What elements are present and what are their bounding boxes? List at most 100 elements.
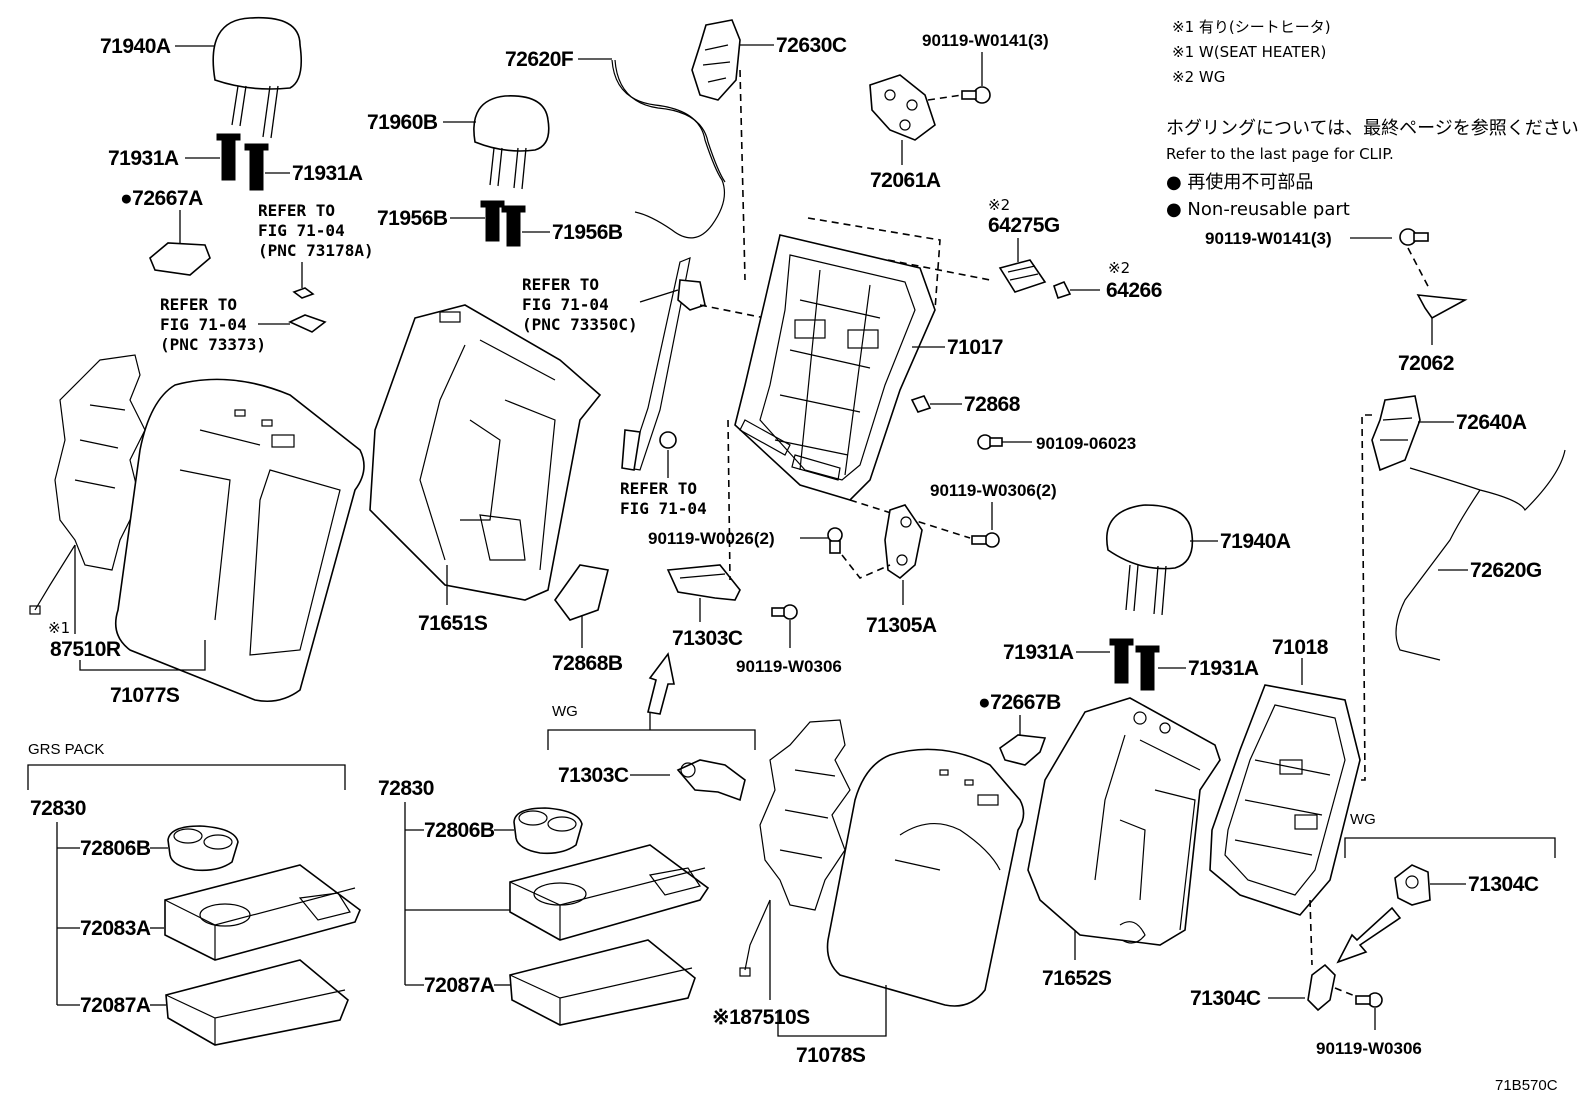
label-90119-w0306-mid: 90119-W0306 — [736, 657, 842, 676]
direction-arrow-down — [1336, 906, 1402, 964]
note-wg: ※2 WG — [1172, 68, 1225, 86]
lock-72640a-illustration — [1371, 395, 1421, 472]
label-90119-w0306-2: 90119-W0306(2) — [930, 481, 1057, 500]
ref-73373-line3: (PNC 73373) — [160, 335, 266, 354]
label-grs-pack: GRS PACK — [28, 741, 104, 758]
wg-bracket-top — [547, 729, 756, 750]
connector-64275g-illustration — [998, 259, 1047, 293]
clip-73373-illustration — [288, 314, 327, 333]
label-72806b-right: 72806B — [424, 819, 495, 842]
hinge-71303c-wg-illustration — [676, 759, 746, 802]
label-wg-right: WG — [1350, 811, 1376, 828]
ref-73178a-line3: (PNC 73178A) — [258, 241, 374, 260]
bolt-90119-w0306-mid — [771, 604, 798, 620]
label-72830-left: 72830 — [30, 797, 86, 820]
cable-72620g-illustration — [1395, 449, 1566, 661]
hinge-71303c-top-illustration — [666, 564, 741, 601]
seatback-pad-71077s-illustration — [114, 378, 365, 703]
bolt-90119-w0141-right — [1399, 228, 1429, 246]
armrest-lid-72087a-left-illustration — [165, 959, 349, 1046]
ref-fig-line2: FIG 71-04 — [620, 499, 707, 518]
cover-72667b-illustration — [999, 734, 1047, 766]
label-71931a-right-left: 71931A — [1003, 641, 1074, 664]
label-72083a: 72083A — [80, 917, 151, 940]
headrest-71960b-illustration — [473, 95, 550, 190]
label-72087a-right: 72087A — [424, 974, 495, 997]
label-71956b-left: 71956B — [377, 207, 448, 230]
label-71651s: 71651S — [418, 612, 488, 635]
seatback-pad-71078s-illustration — [826, 748, 1025, 1007]
label-71931a-right: 71931A — [292, 162, 363, 185]
label-72830-right: 72830 — [378, 777, 434, 800]
label-64275g-mark: ※2 — [988, 196, 1010, 214]
ref-73373-line2: FIG 71-04 — [160, 315, 247, 334]
label-71017: 71017 — [947, 336, 1003, 359]
seatbelt-illustration — [621, 257, 706, 471]
headrest-71940a-right-illustration — [1106, 504, 1194, 616]
bracket-72061a-illustration — [869, 74, 936, 141]
label-wg-top: WG — [552, 703, 578, 720]
label-72620f: 72620F — [505, 48, 574, 71]
headrest-71940a-illustration — [212, 16, 303, 139]
note-clip-ja: ホグリングについては、最終ページを参照ください — [1166, 118, 1579, 139]
label-71931a-left: 71931A — [108, 147, 179, 170]
clip-72868-illustration — [910, 395, 932, 413]
label-64266: 64266 — [1106, 279, 1162, 302]
headrest-guides-71931a — [216, 133, 269, 191]
armrest-72830-illustration — [509, 844, 710, 941]
bolt-90119-w0141-top — [961, 86, 991, 104]
label-72667b: ●72667B — [978, 691, 1061, 714]
cup-holder-72806b-right-illustration — [513, 807, 583, 855]
label-72087a-left: 72087A — [80, 994, 151, 1017]
seatback-frame-71017-illustration — [734, 234, 936, 501]
label-71652s: 71652S — [1042, 967, 1112, 990]
label-72868: 72868 — [964, 393, 1021, 416]
bolt-90109-06023 — [977, 434, 1003, 450]
seatback-cover-71651s-illustration — [369, 304, 602, 601]
legend-notes: ※1 有り(シートヒータ) ※1 W(SEAT HEATER) ※2 WG ホグ… — [1166, 18, 1579, 220]
label-71960b: 71960B — [367, 111, 438, 134]
bracket-72062-illustration — [1416, 294, 1468, 320]
lock-72630c-illustration — [691, 19, 741, 101]
label-64266-mark: ※2 — [1108, 259, 1130, 277]
label-72061a: 72061A — [870, 169, 941, 192]
label-87510r-mark: ※1 — [48, 619, 70, 637]
label-90119-w0306-bot: 90119-W0306 — [1316, 1039, 1422, 1058]
label-71940a-top: 71940A — [100, 35, 171, 58]
seatback-cover-71652s-illustration — [1027, 697, 1221, 946]
label-71078s: 71078S — [796, 1044, 866, 1067]
note-clip-en: Refer to the last page for CLIP. — [1166, 145, 1394, 163]
note-nonreusable-ja: ● 再使用不可部品 — [1166, 172, 1313, 193]
label-71303c-top: 71303C — [672, 627, 743, 650]
label-90119-w0026-2: 90119-W0026(2) — [648, 529, 775, 548]
cable-72620f-illustration — [611, 59, 725, 239]
label-72667a: ●72667A — [120, 187, 203, 210]
ref-73350c-line1: REFER TO — [522, 275, 599, 294]
wg-bracket-right — [1344, 837, 1556, 858]
bolt-90119-w0306-bot — [1355, 992, 1383, 1008]
bolt-90119-w0026-2 — [827, 527, 843, 554]
cover-72667a-illustration — [149, 242, 211, 276]
figure-code: 71B570C — [1495, 1077, 1558, 1094]
label-71304c-top: 71304C — [1468, 873, 1539, 896]
ref-73178a-line1: REFER TO — [258, 201, 335, 220]
note-seat-heater-en: ※1 W(SEAT HEATER) — [1172, 43, 1326, 61]
direction-arrow-up — [647, 652, 675, 715]
headrest-guides-71956b — [480, 200, 526, 247]
ref-73350c-line3: (PNC 73350C) — [522, 315, 638, 334]
label-71931a-right-right: 71931A — [1188, 657, 1259, 680]
label-90119-w0141-top: 90119-W0141(3) — [922, 31, 1049, 50]
label-71305a: 71305A — [866, 614, 937, 637]
ref-fig-line1: REFER TO — [620, 479, 697, 498]
label-71940a-right: 71940A — [1220, 530, 1291, 553]
hinge-71304c-top-illustration — [1394, 864, 1431, 906]
label-71304c-bot: 71304C — [1190, 987, 1261, 1010]
armrest-lid-72087a-right-illustration — [509, 939, 696, 1026]
armrest-72083a-illustration — [164, 864, 361, 961]
grs-pack-bracket — [27, 764, 346, 790]
label-90109-06023: 90109-06023 — [1036, 434, 1136, 453]
label-72630c: 72630C — [776, 34, 847, 57]
note-nonreusable-en: ● Non-reusable part — [1166, 199, 1350, 220]
label-90119-w0141-right: 90119-W0141(3) — [1205, 229, 1332, 248]
label-71077s: 71077S — [110, 684, 180, 707]
